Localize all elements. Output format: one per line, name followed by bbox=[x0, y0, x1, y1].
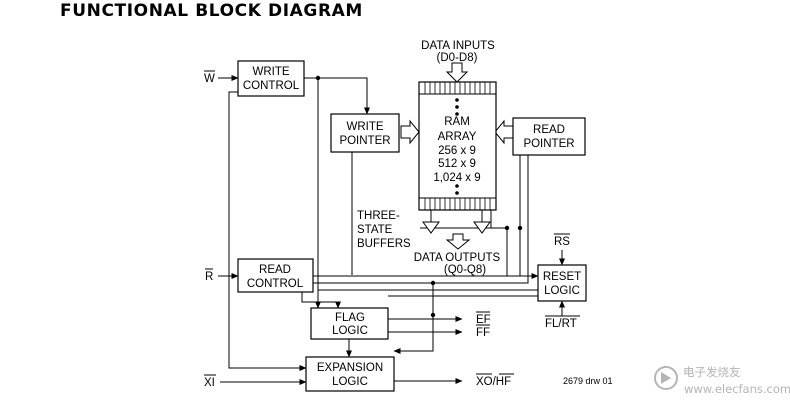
ram-array-size-512: 512 x 9 bbox=[438, 158, 476, 170]
data-inputs-label: DATA INPUTS bbox=[421, 40, 495, 52]
three-state-label-3: BUFFERS bbox=[357, 238, 411, 250]
data-outputs-pins: (Q0-Q8) bbox=[444, 264, 486, 276]
expansion-logic-block: EXPANSION LOGIC bbox=[305, 356, 395, 392]
read-control-label-1: READ bbox=[259, 264, 291, 276]
flag-logic-label-2: LOGIC bbox=[332, 325, 368, 337]
flag-logic-block: FLAG LOGIC bbox=[310, 307, 389, 340]
read-control-block: READ CONTROL bbox=[237, 258, 314, 293]
ram-array-label-1: RAM bbox=[444, 116, 470, 128]
expansion-logic-label-1: EXPANSION bbox=[317, 362, 383, 374]
ram-top-register-ticks bbox=[424, 82, 491, 94]
signal-rs: RS bbox=[554, 236, 570, 248]
junction-dot bbox=[504, 225, 510, 231]
read-pointer-label-2: POINTER bbox=[523, 138, 574, 150]
signal-xi: XI bbox=[204, 377, 215, 389]
read-control-label-2: CONTROL bbox=[247, 278, 304, 290]
data-outputs-arrow bbox=[445, 233, 471, 250]
drawing-number: 2679 drw 01 bbox=[563, 376, 613, 386]
ram-bottom-register-ticks bbox=[424, 198, 491, 210]
write-pointer-to-ram-arrow bbox=[400, 119, 420, 145]
watermark-cn: 电子发烧友 bbox=[683, 365, 741, 379]
signal-fl-rt: FL/RT bbox=[545, 318, 577, 330]
write-control-block: WRITE CONTROL bbox=[237, 60, 305, 97]
signal-r: R bbox=[205, 271, 213, 283]
flag-logic-label-1: FLAG bbox=[335, 312, 365, 324]
read-pointer-label-1: READ bbox=[533, 124, 565, 136]
signal-xo-hf: XO/HF bbox=[476, 376, 511, 388]
elecfans-watermark: 电子发烧友 www.elecfans.com bbox=[654, 365, 790, 396]
junction-dot bbox=[315, 75, 321, 81]
signal-ff: FF bbox=[476, 327, 490, 339]
data-inputs-arrow bbox=[445, 62, 469, 83]
write-pointer-block: WRITE POINTER bbox=[330, 113, 400, 153]
page-title: FUNCTIONAL BLOCK DIAGRAM bbox=[60, 1, 363, 21]
expansion-logic-label-2: LOGIC bbox=[332, 376, 368, 388]
signal-ef: EF bbox=[476, 314, 491, 326]
signal-w: W bbox=[204, 73, 215, 85]
read-pointer-to-ram-arrow bbox=[494, 119, 514, 145]
reset-logic-label-2: LOGIC bbox=[544, 285, 580, 297]
read-pointer-block: READ POINTER bbox=[512, 117, 586, 156]
write-pointer-label-2: POINTER bbox=[339, 135, 390, 147]
three-state-buffers bbox=[422, 210, 491, 234]
write-control-label-1: WRITE bbox=[252, 66, 289, 78]
junction-dot bbox=[430, 312, 436, 318]
three-state-label-1: THREE- bbox=[357, 210, 400, 222]
data-outputs-label: DATA OUTPUTS bbox=[414, 252, 501, 264]
junction-dot bbox=[430, 280, 436, 286]
reset-logic-block: RESET LOGIC bbox=[537, 264, 587, 302]
write-pointer-label-1: WRITE bbox=[346, 121, 383, 133]
junction-dot bbox=[517, 225, 523, 231]
reset-logic-label-1: RESET bbox=[543, 271, 581, 283]
ram-array-size-1024: 1,024 x 9 bbox=[433, 172, 480, 184]
ram-array-label-2: ARRAY bbox=[438, 131, 477, 143]
ram-array-block: RAM ARRAY 256 x 9 512 x 9 1,024 x 9 bbox=[418, 81, 497, 211]
three-state-label-2: STATE bbox=[357, 224, 393, 236]
ram-ellipsis-dots bbox=[455, 98, 459, 195]
watermark-url: www.elecfans.com bbox=[684, 382, 790, 396]
data-inputs-pins: (D0-D8) bbox=[437, 52, 478, 64]
write-control-label-2: CONTROL bbox=[243, 80, 300, 92]
ram-array-size-256: 256 x 9 bbox=[438, 145, 476, 157]
elecfans-logo-icon bbox=[654, 366, 678, 390]
